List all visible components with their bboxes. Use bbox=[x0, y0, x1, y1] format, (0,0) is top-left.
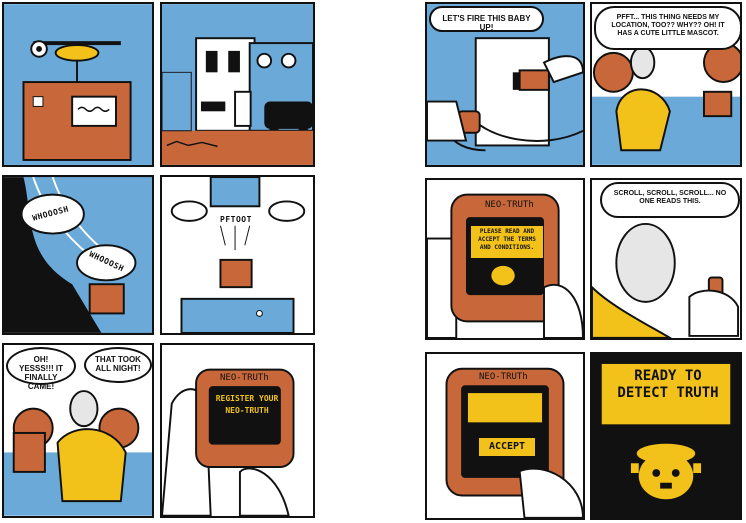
terms-screen-text: PLEASE READ AND ACCEPT THE TERMS AND CON… bbox=[471, 226, 543, 258]
package-drop-illustration bbox=[162, 177, 313, 333]
panel-fire-it-up: LET'S FIRE THIS BABY UP! bbox=[425, 2, 585, 167]
panel-location-request: PFFT... THIS THING NEEDS MY LOCATION, TO… bbox=[590, 2, 742, 167]
speech-bubble-scroll: SCROLL, SCROLL, SCROLL... NO ONE READS T… bbox=[600, 182, 740, 218]
hand-device-illustration bbox=[162, 345, 313, 516]
pftoot-sfx: PFTOOT bbox=[220, 215, 252, 224]
device-terms-illustration bbox=[427, 180, 583, 338]
panel-scroll: SCROLL, SCROLL, SCROLL... NO ONE READS T… bbox=[590, 178, 742, 340]
mascot-illustration bbox=[592, 354, 740, 518]
whoosh-illustration bbox=[4, 177, 152, 333]
panel-it-came: OH! YESSS!!! IT FINALLY CAME! THAT TOOK … bbox=[2, 343, 154, 518]
panel-package-drop: PFTOOT bbox=[160, 175, 315, 335]
speech-bubble-location: PFFT... THIS THING NEEDS MY LOCATION, TO… bbox=[594, 6, 740, 50]
panel-register-device: NEO-TRUTh REGISTER YOUR NEO-TRUTH bbox=[160, 343, 315, 518]
plug-in-illustration bbox=[427, 4, 583, 165]
accept-button[interactable]: ACCEPT bbox=[477, 436, 537, 458]
drone-delivery-illustration bbox=[4, 4, 152, 165]
device-brand-label-accept: NEO-TRUTh bbox=[479, 372, 528, 382]
panel-accept-screen: NEO-TRUTh ACCEPT bbox=[425, 352, 585, 520]
device-brand-label-terms: NEO-TRUTh bbox=[485, 200, 534, 210]
speech-bubble-it-finally-came: OH! YESSS!!! IT FINALLY CAME! bbox=[6, 347, 76, 391]
house-illustration bbox=[162, 4, 313, 165]
speech-bubble-took-all-night: THAT TOOK ALL NIGHT! bbox=[84, 347, 152, 383]
panel-house-exterior bbox=[160, 2, 315, 167]
speech-bubble-fire-it-up: LET'S FIRE THIS BABY UP! bbox=[429, 6, 544, 32]
device-brand-label: NEO-TRUTh bbox=[220, 373, 269, 383]
panel-whoosh-flight: WHOOOSH WHOOOSH bbox=[2, 175, 154, 335]
ready-screen-text: READY TO DETECT TRUTH bbox=[617, 368, 719, 401]
panel-terms-screen: NEO-TRUTh PLEASE READ AND ACCEPT THE TER… bbox=[425, 178, 585, 340]
register-screen-text: REGISTER YOUR NEO-TRUTH bbox=[215, 394, 279, 415]
panel-drone-delivery bbox=[2, 2, 154, 167]
panel-ready-to-detect: READY TO DETECT TRUTH bbox=[590, 352, 742, 520]
